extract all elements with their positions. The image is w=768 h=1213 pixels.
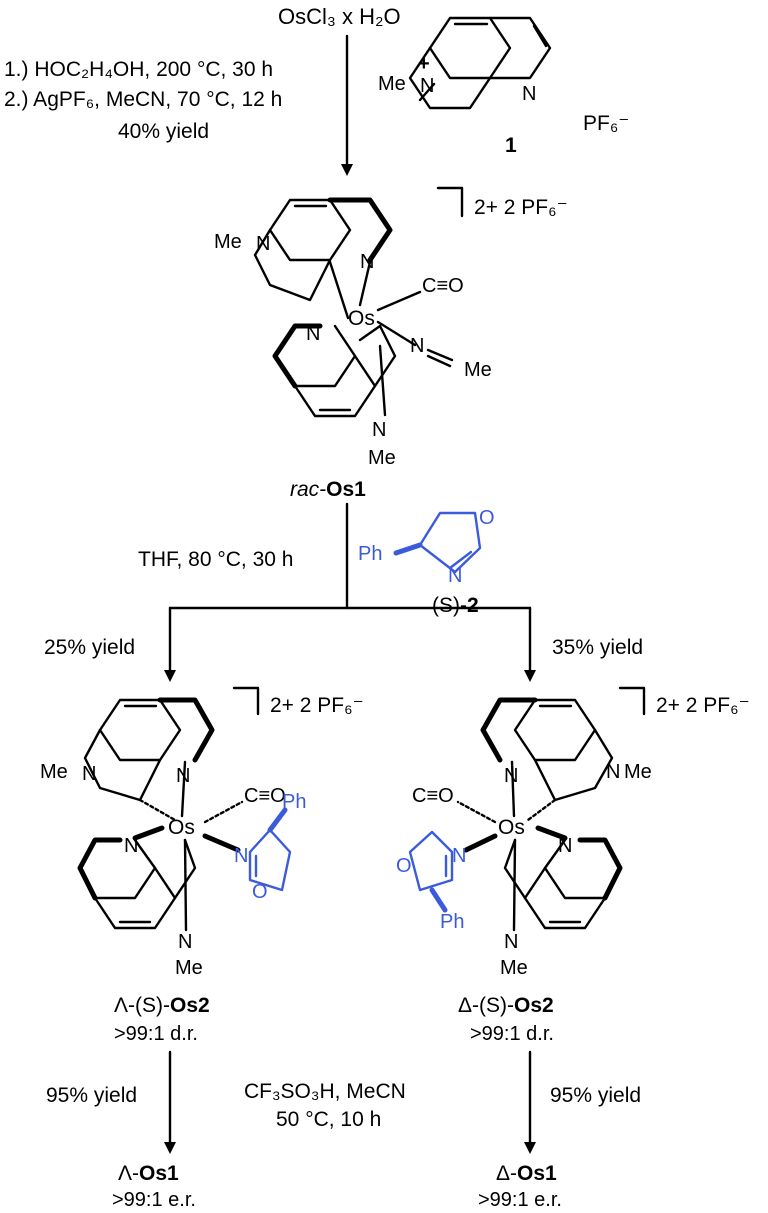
reagent-acid-2: 50 °C, 10 h (276, 1108, 381, 1131)
svg-text:N: N (360, 251, 374, 273)
svg-text:Os: Os (498, 816, 525, 839)
charge-2: 2+ 2 PF₆⁻ (270, 694, 364, 717)
yield-right: 35% yield (552, 636, 643, 659)
svg-text:Ph: Ph (358, 543, 382, 565)
er-left: >99:1 e.r. (112, 1189, 196, 1211)
svg-text:Me: Me (624, 761, 652, 783)
yield-bottom-left: 95% yield (46, 1084, 137, 1107)
svg-text:N: N (256, 233, 270, 255)
svg-text:Me: Me (175, 957, 203, 979)
svg-text:Os: Os (168, 816, 195, 839)
er-right: >99:1 e.r. (478, 1189, 562, 1211)
ligand-s2-structure: O N Ph (358, 507, 495, 587)
svg-text:N: N (372, 419, 386, 441)
lambda-s-os2-label: Λ-(S)-Os2 (114, 994, 210, 1017)
svg-text:O: O (396, 855, 412, 877)
dr-right: >99:1 d.r. (470, 1023, 554, 1045)
svg-text:N: N (410, 335, 424, 357)
reagent-oscl3: OsCl₃ x H₂O (278, 4, 401, 29)
svg-text:N: N (124, 835, 138, 857)
lambda-os1-label: Λ-Os1 (118, 1162, 179, 1185)
svg-text:N: N (82, 763, 96, 785)
svg-text:Me: Me (464, 359, 492, 381)
svg-text:N: N (178, 931, 192, 953)
svg-text:C≡O: C≡O (244, 785, 286, 807)
yield-bottom-right: 95% yield (550, 1084, 641, 1107)
reagent-step1: 1.) HOC₂H₄OH, 200 °C, 30 h (4, 58, 273, 81)
svg-text:Me: Me (500, 957, 528, 979)
svg-text:N: N (452, 845, 466, 867)
svg-text:N: N (504, 765, 518, 787)
svg-text:C≡O: C≡O (422, 275, 464, 297)
compound-1-label: 1 (505, 134, 517, 157)
svg-text:O: O (252, 881, 268, 903)
compound-1-structure: Me N + N (378, 16, 552, 110)
rac-os1-label: rac-Os1 (290, 478, 366, 501)
reagent-step2: 2.) AgPF₆, MeCN, 70 °C, 12 h (4, 88, 282, 111)
svg-text:C≡O: C≡O (412, 785, 454, 807)
svg-text:N: N (522, 83, 536, 105)
yield-left: 25% yield (44, 636, 135, 659)
lambda-s-os2-structure: Me N N Os C≡O N N Me N O Ph (40, 697, 306, 979)
svg-text:N: N (558, 835, 572, 857)
bracket-3 (618, 686, 646, 716)
svg-text:Ph: Ph (440, 911, 464, 933)
charge-1: 2+ 2 PF₆⁻ (474, 196, 568, 219)
svg-text:N: N (306, 323, 320, 345)
svg-text:N: N (504, 931, 518, 953)
delta-s-os2-structure: N Me N Os C≡O N N Me N O Ph (396, 697, 652, 979)
delta-os1-label: Δ-Os1 (496, 1162, 557, 1185)
svg-text:Me: Me (368, 447, 396, 469)
svg-text:Me: Me (378, 73, 406, 95)
yield-step1: 40% yield (118, 120, 209, 143)
bracket-2 (232, 686, 260, 716)
svg-text:N: N (606, 761, 620, 783)
svg-text:Os: Os (348, 307, 375, 330)
bracket-1 (436, 186, 464, 218)
ligand-s2-label: (S)-2 (432, 594, 479, 617)
dr-left: >99:1 d.r. (114, 1023, 198, 1045)
counterion-pf6: PF₆⁻ (583, 112, 629, 135)
delta-s-os2-label: Δ-(S)-Os2 (458, 994, 554, 1017)
svg-text:Me: Me (214, 231, 242, 253)
svg-text:Ph: Ph (282, 791, 306, 813)
svg-text:N: N (448, 565, 462, 587)
svg-text:Me: Me (40, 761, 68, 783)
svg-text:O: O (479, 507, 495, 529)
charge-3: 2+ 2 PF₆⁻ (656, 694, 750, 717)
reagent-thf: THF, 80 °C, 30 h (138, 548, 293, 571)
svg-text:N: N (234, 845, 248, 867)
svg-text:+: + (418, 53, 430, 75)
svg-text:N: N (420, 75, 434, 97)
svg-text:N: N (176, 765, 190, 787)
rac-os1-structure: Me N N Os C≡O N N Me N Me (214, 197, 492, 469)
reagent-acid-1: CF₃SO₃H, MeCN (244, 1080, 406, 1103)
